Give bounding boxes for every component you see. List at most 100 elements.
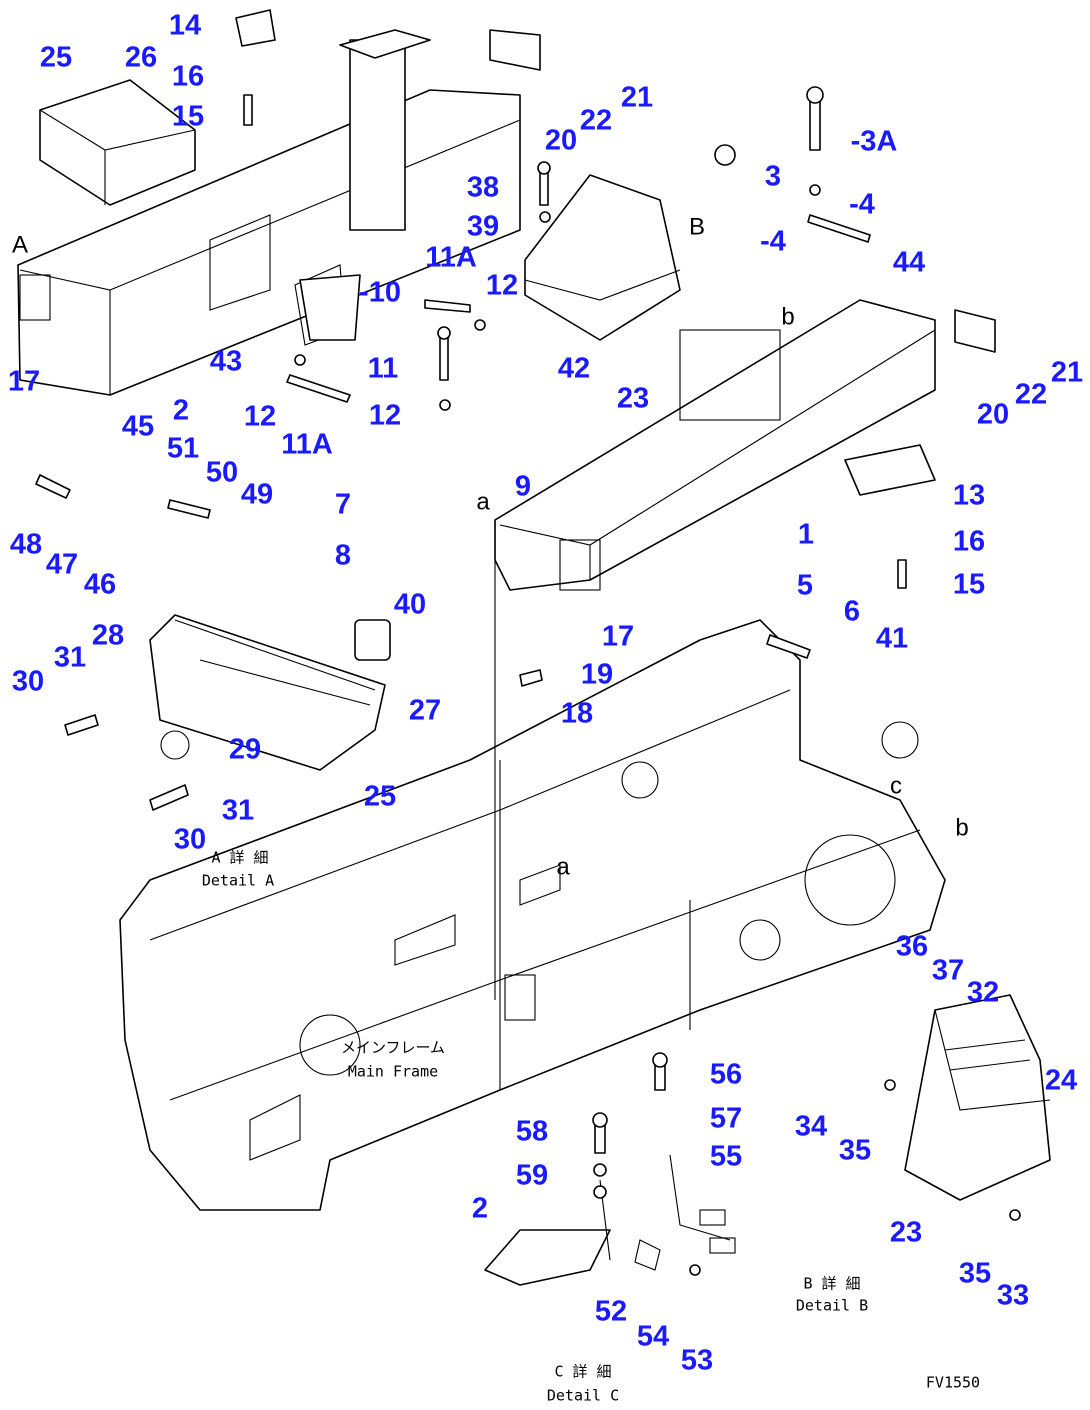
- part-callout: 2: [173, 395, 189, 427]
- upper-right-frame: [299, 174, 936, 591]
- detail-note: Detail C: [547, 1387, 619, 1405]
- part-callout: 11A: [281, 429, 333, 461]
- view-letter: b: [781, 303, 794, 330]
- part-callout: 12: [244, 401, 276, 433]
- part-callout: 15: [953, 569, 985, 601]
- part-callout: 12: [486, 270, 518, 302]
- part-callout: 43: [210, 346, 242, 378]
- part-callout: 20: [977, 399, 1009, 431]
- part-callout: 34: [795, 1111, 827, 1143]
- part-callout: -3A: [851, 126, 898, 158]
- part-callout: 24: [1045, 1065, 1077, 1097]
- part-callout: 51: [167, 433, 199, 465]
- part-callout: 18: [561, 698, 593, 730]
- part-callout: 42: [558, 353, 590, 385]
- part-callout: 56: [710, 1059, 742, 1091]
- part-callout: 19: [581, 659, 613, 691]
- part-callout: 45: [122, 411, 154, 443]
- part-callout: 23: [617, 383, 649, 415]
- part-callout: 27: [409, 695, 441, 727]
- detail-note: C 詳 細: [554, 1363, 611, 1381]
- part-callout: 21: [621, 82, 653, 114]
- part-callout: 25: [40, 42, 72, 74]
- part-callout: 21: [1051, 357, 1083, 389]
- detail-note: FV1550: [926, 1374, 980, 1392]
- view-letter: b: [955, 814, 968, 841]
- part-callout: 29: [229, 734, 261, 766]
- part-callout: 30: [174, 824, 206, 856]
- part-callout: 6: [844, 596, 860, 628]
- part-callout: 20: [545, 125, 577, 157]
- detail-note: Main Frame: [348, 1063, 438, 1081]
- part-callout: 36: [896, 931, 928, 963]
- detail-note: A 詳 細: [211, 849, 268, 867]
- part-callout: 52: [595, 1296, 627, 1328]
- view-letter: c: [890, 772, 902, 799]
- part-callout: -4: [760, 226, 786, 258]
- part-callout: 25: [364, 781, 396, 813]
- view-letter: B: [689, 213, 705, 240]
- upper-left-frame: [17, 29, 521, 396]
- part-callout: 40: [394, 589, 426, 621]
- part-callout: 7: [335, 489, 351, 521]
- part-callout: 11: [368, 353, 399, 385]
- part-callout: 35: [839, 1135, 871, 1167]
- part-callout: 37: [932, 955, 964, 987]
- part-callout: 28: [92, 620, 124, 652]
- detail-notes: A 詳 細 Detail A メインフレーム Main Frame B 詳 細 Detai…: [202, 849, 980, 1405]
- view-letter: a: [556, 853, 570, 880]
- part-callout: 17: [8, 366, 40, 398]
- part-callout: -4: [849, 189, 875, 221]
- part-callout: 58: [516, 1116, 548, 1148]
- detail-a-part: [149, 614, 391, 771]
- part-callout: 12: [369, 400, 401, 432]
- part-callout: -10: [359, 277, 401, 309]
- part-callout: 16: [172, 61, 204, 93]
- part-callout: 48: [10, 529, 42, 561]
- part-callout: 55: [710, 1141, 742, 1173]
- part-callout: 31: [222, 795, 254, 827]
- detail-note: Detail B: [796, 1297, 868, 1315]
- detail-b-part: [904, 994, 1051, 1201]
- part-callout: 16: [953, 526, 985, 558]
- part-callout: 32: [967, 977, 999, 1009]
- part-callout: 17: [602, 621, 634, 653]
- part-callout: 33: [997, 1280, 1029, 1312]
- part-callout: 30: [12, 666, 44, 698]
- part-callout: 13: [953, 480, 985, 512]
- part-callout: 31: [54, 642, 86, 674]
- part-callout: 14: [169, 10, 201, 42]
- part-callout: 59: [516, 1160, 548, 1192]
- part-callout: 39: [467, 211, 499, 243]
- detail-note: B 詳 細: [803, 1275, 860, 1293]
- part-callout: 11A: [425, 242, 477, 274]
- hardware-parts: [35, 9, 1021, 1276]
- part-callout: 22: [580, 105, 612, 137]
- part-callout: 8: [335, 540, 351, 572]
- part-callout: 57: [710, 1103, 742, 1135]
- part-callout: 53: [681, 1345, 713, 1377]
- part-callout: 44: [893, 247, 925, 279]
- part-callout: 54: [637, 1321, 669, 1353]
- part-callout: 26: [125, 42, 157, 74]
- part-callout: 41: [876, 623, 908, 655]
- view-letter: A: [12, 231, 28, 258]
- part-callout: 15: [172, 101, 204, 133]
- detail-note: Detail A: [202, 872, 274, 890]
- part-callout: 49: [241, 479, 273, 511]
- part-callout: 3: [765, 161, 781, 193]
- part-callout: 5: [797, 570, 813, 602]
- part-callout: 2: [472, 1193, 488, 1225]
- part-callout: 50: [206, 457, 238, 489]
- part-callout: 35: [959, 1258, 991, 1290]
- main-frame-assembly: [119, 619, 946, 1211]
- part-callout: 23: [890, 1217, 922, 1249]
- detail-note: メインフレーム: [341, 1039, 445, 1057]
- part-callout: 47: [46, 549, 78, 581]
- part-callout: 38: [467, 172, 499, 204]
- part-callout: 22: [1015, 379, 1047, 411]
